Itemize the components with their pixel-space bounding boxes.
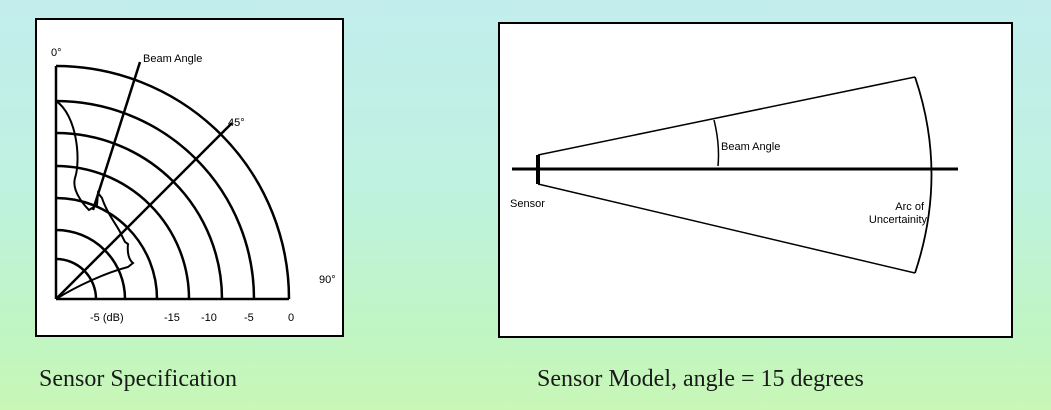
beam-angle-label: Beam Angle <box>143 53 202 65</box>
db-tick-label: 0 <box>288 312 294 324</box>
beam-angle-label: Beam Angle <box>721 141 780 153</box>
angle-label-90: 90° <box>319 274 336 286</box>
arc-label-line2: Uncertainity <box>869 214 928 226</box>
sensor-model-diagram: Sensor Beam Angle Arc of Uncertainity <box>510 76 958 274</box>
polar-diagram: 0° Beam Angle 45° 90° -5 (dB) -15 -10 -5… <box>51 47 336 324</box>
diagonal-45-line <box>55 122 233 300</box>
db-tick-label: -15 <box>164 312 180 324</box>
beam-angle-pointer <box>91 61 142 211</box>
sensor-specification-panel: 0° Beam Angle 45° 90° -5 (dB) -15 -10 -5… <box>35 18 344 337</box>
caption-sensor-model: Sensor Model, angle = 15 degrees <box>537 366 864 392</box>
beam-upper-edge <box>537 76 916 156</box>
arc-label-line1: Arc of <box>895 201 925 213</box>
db-tick-label: -5 <box>244 312 254 324</box>
angle-label-0: 0° <box>51 47 62 59</box>
db-tick-label: -10 <box>201 312 217 324</box>
beam-angle-arc <box>713 119 720 167</box>
beam-lower-edge <box>537 183 916 274</box>
db-tick-label: -5 (dB) <box>90 312 124 324</box>
arc-of-uncertainty <box>914 76 933 274</box>
angle-label-45: 45° <box>228 117 245 129</box>
radiation-pattern-curve <box>55 100 135 300</box>
caption-sensor-specification: Sensor Specification <box>39 366 237 392</box>
sensor-model-panel: Sensor Beam Angle Arc of Uncertainity <box>498 22 1013 338</box>
sensor-label: Sensor <box>510 198 545 210</box>
